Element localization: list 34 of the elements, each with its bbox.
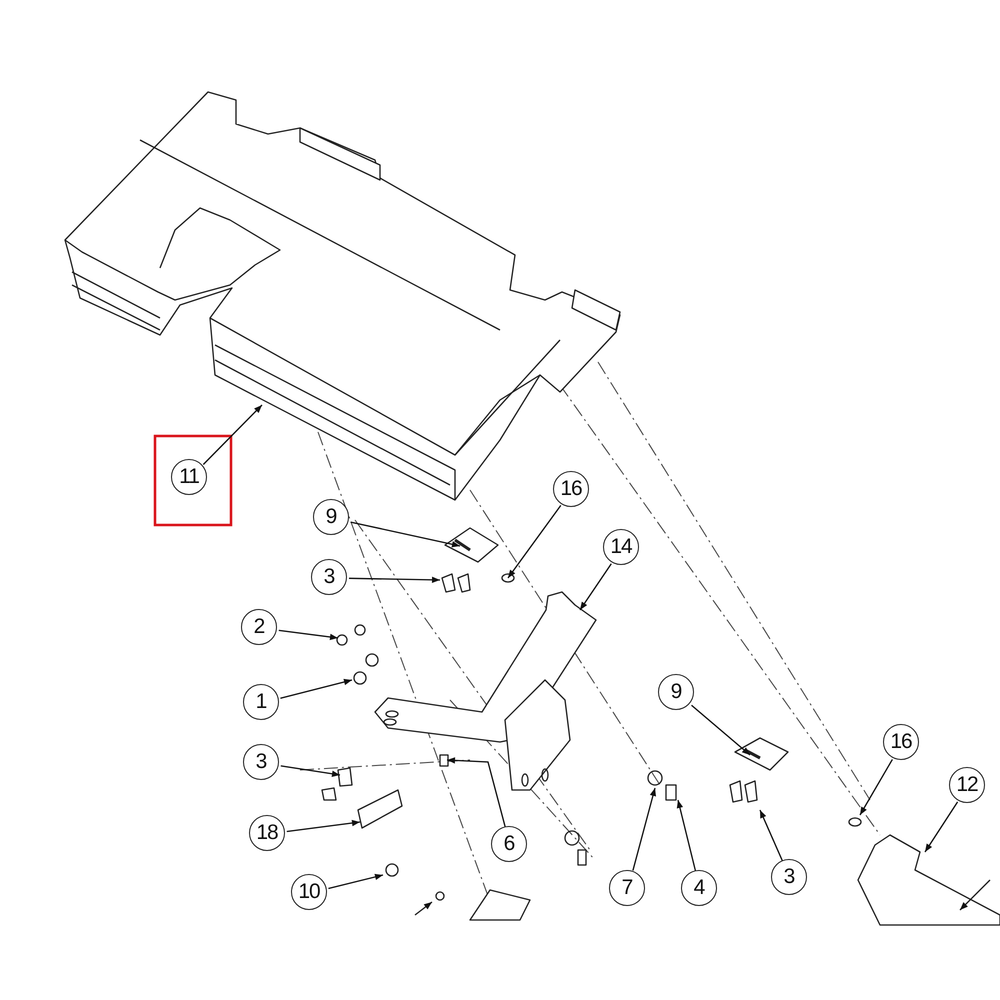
leader-line (348, 576, 440, 584)
callout-number: 4 (681, 870, 717, 906)
leader-line (280, 678, 352, 699)
leader-line (691, 704, 750, 756)
leader-line (280, 765, 340, 777)
callout-number: 18 (249, 815, 285, 851)
callout-number: 12 (949, 767, 985, 803)
callout-number: 10 (291, 874, 327, 910)
leader-line (278, 630, 338, 640)
leader-line (507, 505, 562, 578)
leader-line (924, 802, 958, 852)
callout-number: 9 (658, 674, 694, 710)
leader-line (759, 810, 783, 861)
leader-line (446, 757, 506, 827)
leader-line (579, 563, 612, 610)
leader-line (859, 759, 893, 816)
leader-line (202, 404, 262, 465)
callout-number: 9 (313, 499, 349, 535)
callout-number: 6 (491, 826, 527, 862)
callout-number: 1 (243, 684, 279, 720)
callout-number: 11 (171, 459, 207, 495)
callout-number: 7 (609, 870, 645, 906)
callout-number: 14 (603, 529, 639, 565)
leader-line (350, 521, 460, 548)
leader-line (676, 800, 696, 871)
leader-line (286, 820, 360, 832)
leader-line (328, 874, 384, 890)
callout-number: 3 (243, 744, 279, 780)
callout-number: 3 (311, 559, 347, 595)
leader-line (632, 788, 656, 871)
callout-number: 2 (241, 609, 277, 645)
callout-number: 16 (883, 724, 919, 760)
callout-number: 16 (553, 471, 589, 507)
callout-number: 3 (771, 859, 807, 895)
